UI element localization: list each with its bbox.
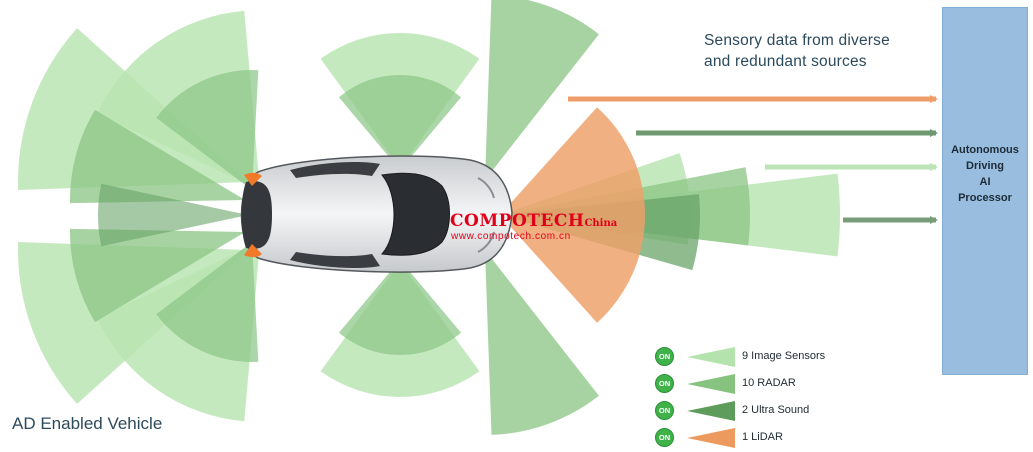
- cone-left-rear-radar: [156, 70, 259, 190]
- cone-front-lidar: [500, 107, 646, 323]
- legend-wedge-icon: [687, 347, 735, 367]
- legend-item-radar: ON 10 RADAR: [655, 373, 855, 395]
- cone-right-rear-radar: [156, 242, 259, 362]
- legend-item-image-sensors: ON 9 Image Sensors: [655, 346, 855, 368]
- diagram-heading: Sensory data from diverse and redundant …: [704, 30, 934, 72]
- cone-right-side-radar: [338, 260, 462, 356]
- legend-wedge-icon: [687, 428, 735, 448]
- legend-label: 9 Image Sensors: [742, 350, 826, 362]
- on-logo-icon: ON: [655, 428, 674, 447]
- on-logo-icon: ON: [655, 374, 674, 393]
- watermark-brand-name: COMPOTECH: [450, 211, 585, 231]
- cone-rear-left-radar: [69, 109, 246, 204]
- processor-line-4: Processor: [958, 192, 1012, 204]
- on-logo-icon: ON: [655, 347, 674, 366]
- legend-wedge-icon: [687, 401, 735, 421]
- on-logo-icon: ON: [655, 401, 674, 420]
- processor-label: Autonomous Driving AI Processor: [943, 142, 1027, 206]
- legend-item-lidar: ON 1 LiDAR: [655, 427, 855, 449]
- cone-rear-right-radar: [69, 228, 246, 323]
- car-top-view: [240, 155, 513, 273]
- processor-line-3: AI: [979, 176, 991, 188]
- data-arrows: [568, 95, 938, 224]
- heading-line-2: and redundant sources: [704, 53, 867, 70]
- legend-wedge-icon: [687, 374, 735, 394]
- vehicle-label: AD Enabled Vehicle: [12, 414, 163, 433]
- cone-left-side-radar: [338, 74, 462, 170]
- legend-label: 2 Ultra Sound: [742, 404, 810, 416]
- watermark-brand-suffix: China: [584, 218, 618, 229]
- cone-front-left-radar: [485, 0, 599, 180]
- legend-item-ultrasound: ON 2 Ultra Sound: [655, 400, 855, 422]
- cone-front-right-radar: [485, 250, 599, 435]
- watermark-brand: COMPOTECHChina: [450, 211, 617, 231]
- legend-label: 10 RADAR: [742, 377, 796, 389]
- heading-line-1: Sensory data from diverse: [704, 32, 890, 49]
- processor-box: Autonomous Driving AI Processor: [942, 7, 1028, 375]
- cone-rear-ultrasound: [98, 183, 248, 247]
- sensor-cones: [17, 0, 841, 435]
- processor-line-2: Driving: [966, 160, 1004, 172]
- processor-line-1: Autonomous: [951, 144, 1019, 156]
- watermark-url: www.compotech.com.cn: [451, 231, 571, 242]
- legend-label: 1 LiDAR: [742, 431, 783, 443]
